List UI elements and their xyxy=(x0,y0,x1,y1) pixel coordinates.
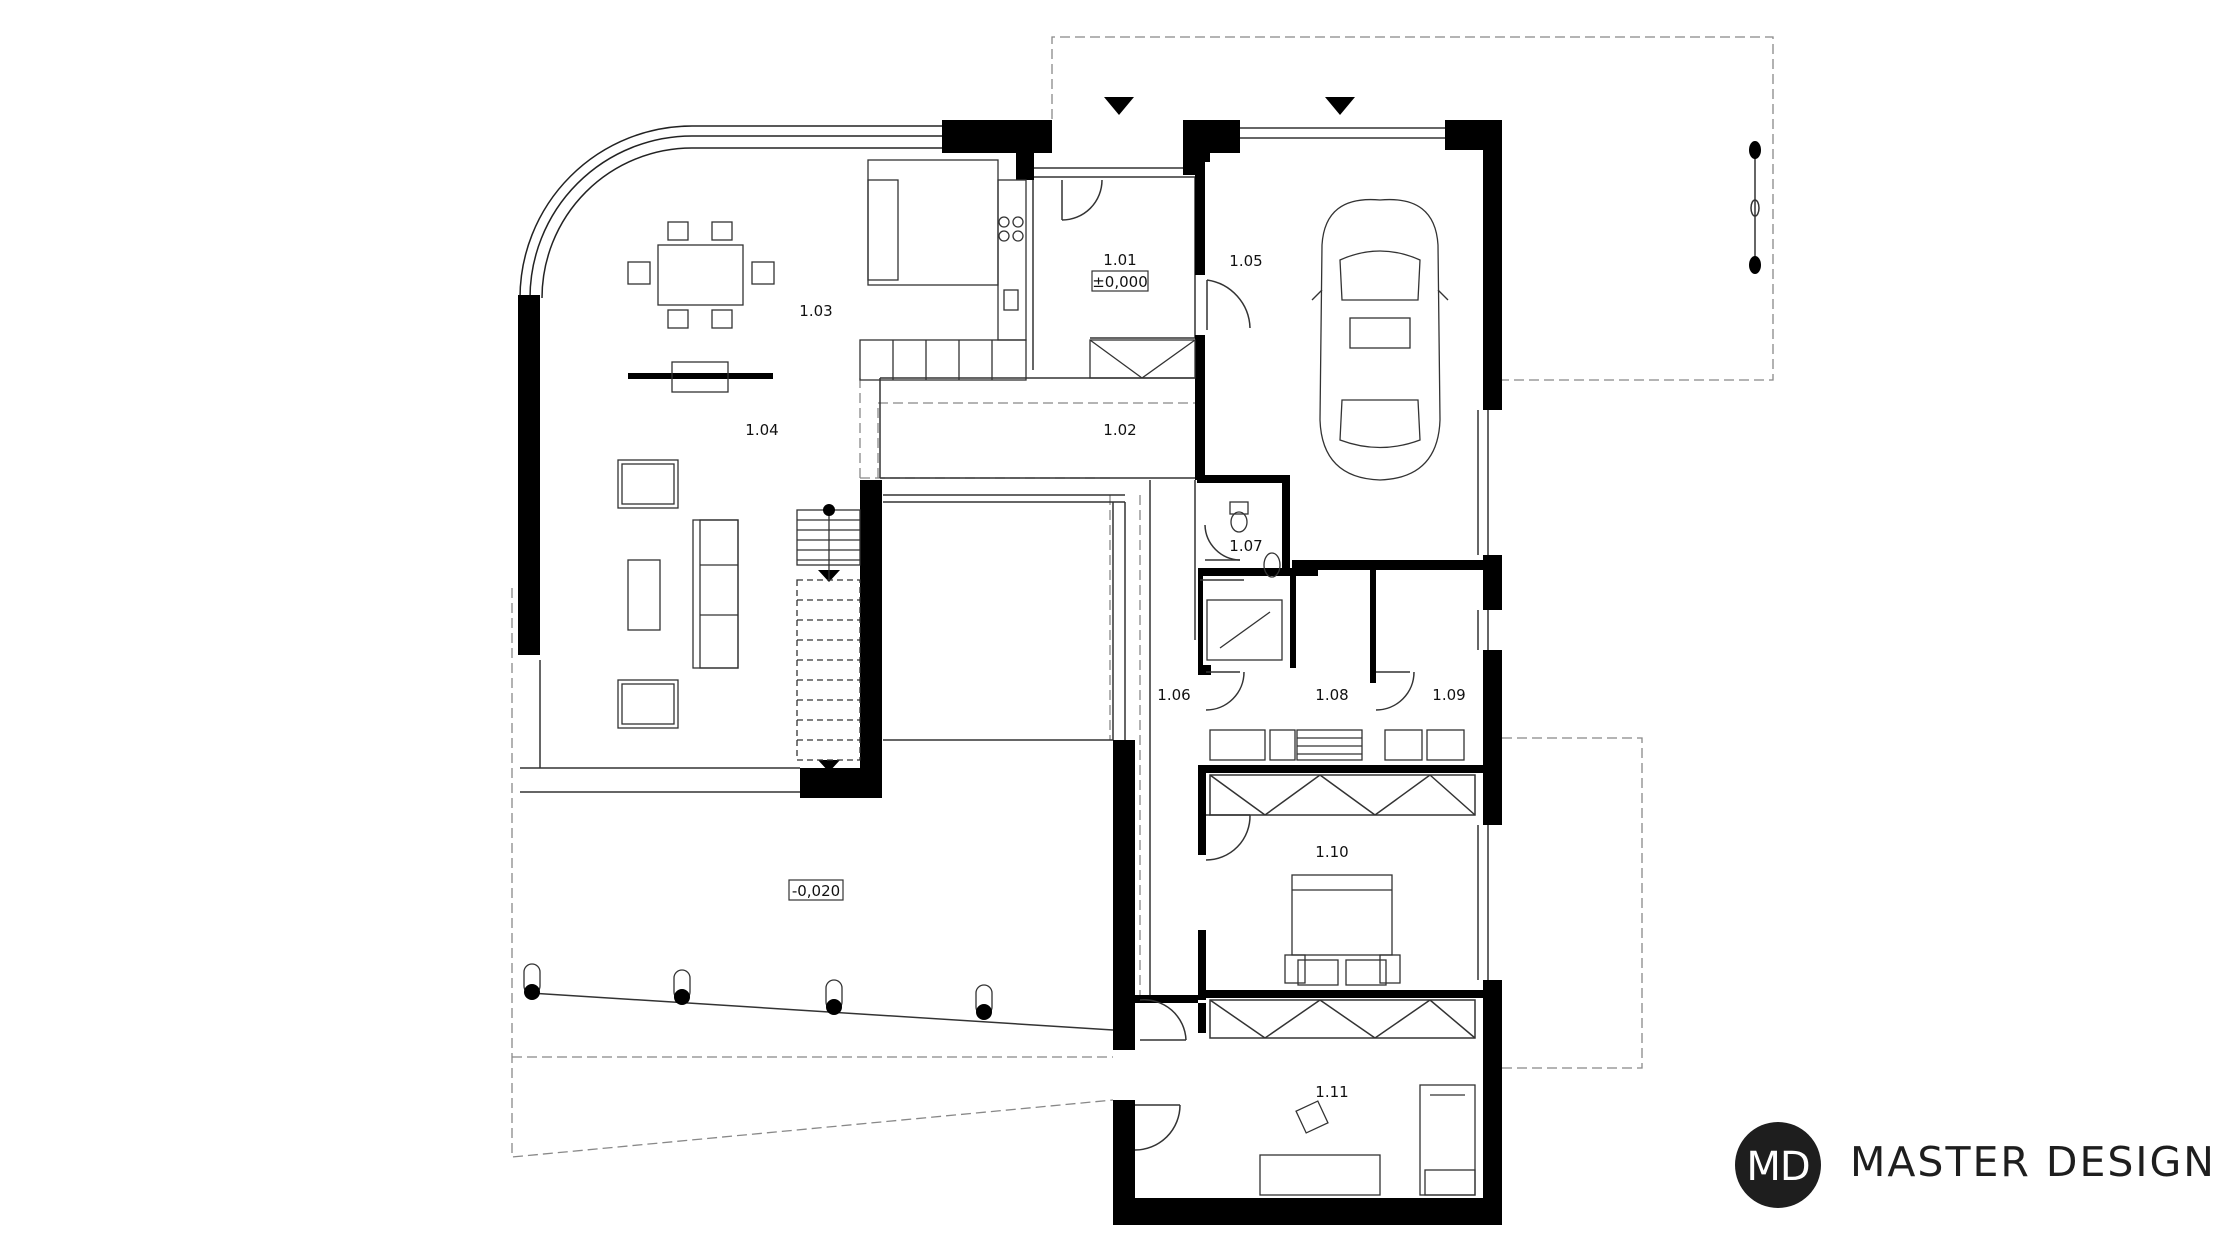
kitchen xyxy=(859,159,1027,381)
walls xyxy=(518,120,1502,1225)
door-1-11b xyxy=(1134,1104,1181,1151)
room-label-1-02: 1.02 xyxy=(1103,421,1136,439)
brand-name: MASTER DESIGN xyxy=(1850,1138,2216,1186)
room-label-1-10: 1.10 xyxy=(1315,843,1348,861)
fireplace-bar xyxy=(628,373,773,379)
room-label-1-08: 1.08 xyxy=(1315,686,1348,704)
door-1-11 xyxy=(1139,999,1187,1041)
fireplace xyxy=(671,361,729,393)
hall-wardrobe xyxy=(1089,339,1196,379)
living-furniture xyxy=(617,459,739,729)
stair-post xyxy=(823,504,835,516)
brand-logo-circle xyxy=(1735,1122,1821,1208)
dining-table xyxy=(627,221,775,329)
room-label-1-07: 1.07 xyxy=(1229,537,1262,555)
level-box-terrace xyxy=(788,879,844,901)
door-1-08 xyxy=(1205,671,1245,711)
bed xyxy=(1284,874,1401,986)
room-label-1-09: 1.09 xyxy=(1432,686,1465,704)
room-label-1-06: 1.06 xyxy=(1157,686,1190,704)
room-label-1-11: 1.11 xyxy=(1315,1083,1348,1101)
room-label-1-04: 1.04 xyxy=(745,421,778,439)
level-label-entrance: ±0,000 xyxy=(1092,273,1148,291)
columns xyxy=(523,141,1761,1020)
room-label-1-05: 1.05 xyxy=(1229,252,1262,270)
doors xyxy=(1061,179,1415,1151)
curved-wall xyxy=(519,125,942,299)
level-box-entrance xyxy=(1091,270,1149,292)
room-labels: 1.01 1.02 1.03 1.04 1.05 1.06 1.07 1.08 … xyxy=(745,251,1465,1101)
door-1-09 xyxy=(1375,671,1415,711)
door-1-10 xyxy=(1205,814,1251,861)
door-1-01 xyxy=(1061,179,1103,221)
door-garage xyxy=(1206,279,1251,330)
study-furniture xyxy=(1259,1084,1476,1196)
dashed-outlines xyxy=(511,36,1774,1158)
door-1-07 xyxy=(1204,524,1241,561)
staircase xyxy=(796,509,861,761)
brand-logo-initials: MD xyxy=(1746,1144,1809,1190)
car xyxy=(1311,198,1449,481)
bathroom-fixtures xyxy=(1206,501,1465,761)
room-label-1-01: 1.01 xyxy=(1103,251,1136,269)
level-label-terrace: -0,020 xyxy=(792,882,840,900)
room-label-1-03: 1.03 xyxy=(799,302,832,320)
